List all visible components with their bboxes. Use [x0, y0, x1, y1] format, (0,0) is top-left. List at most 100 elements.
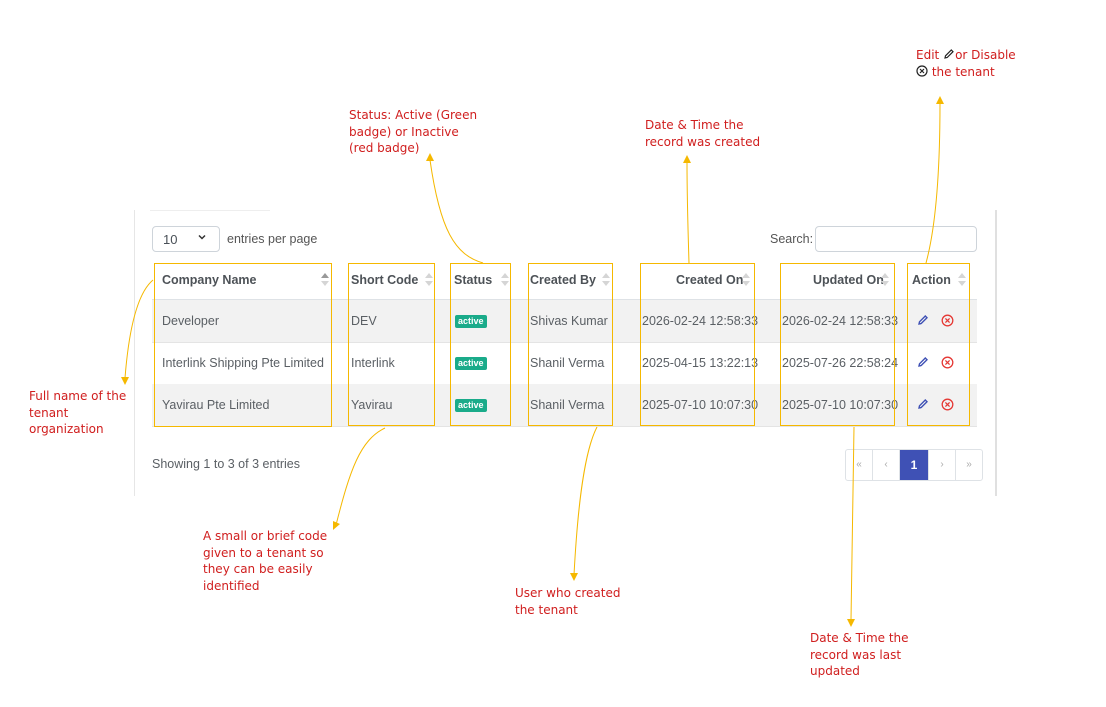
disable-button[interactable]	[939, 384, 955, 426]
sort-icon[interactable]	[321, 273, 329, 287]
cell-created-on: 2025-07-10 10:07:30	[642, 398, 759, 412]
cell-company-name: Yavirau Pte Limited	[162, 398, 270, 412]
header-company-name[interactable]: Company Name	[162, 262, 256, 299]
close-circle-icon	[941, 314, 954, 327]
note-text: Edit	[916, 48, 944, 62]
edit-button[interactable]	[915, 384, 931, 426]
edit-button[interactable]	[915, 342, 931, 384]
note-created-on: Date & Time the record was created	[645, 117, 760, 150]
pencil-icon	[918, 399, 928, 409]
sort-icon[interactable]	[602, 273, 610, 287]
table-row: Interlink Shipping Pte Limited Interlink…	[152, 342, 977, 385]
note-line: Full name of the	[29, 389, 127, 403]
panel-border	[150, 210, 270, 211]
header-updated-on[interactable]: Updated On	[813, 262, 884, 299]
pencil-icon	[944, 49, 954, 59]
note-text: or Disable	[955, 48, 1016, 62]
pagination: « ‹ 1 › »	[845, 449, 983, 481]
close-circle-icon	[941, 356, 954, 369]
header-created-on[interactable]: Created On	[676, 262, 743, 299]
note-line: updated	[810, 664, 860, 678]
cell-updated-on: 2025-07-26 22:58:24	[782, 356, 899, 370]
note-line: organization	[29, 422, 104, 436]
highlight-company-name	[154, 263, 332, 427]
note-line: badge) or Inactive	[349, 124, 459, 139]
disable-button[interactable]	[939, 342, 955, 384]
note-created-by: User who created the tenant	[515, 585, 620, 618]
panel-border	[134, 210, 135, 496]
cell-short-code: Yavirau	[351, 398, 393, 412]
note-line: record was created	[645, 134, 761, 149]
note-line: Status: Active (Green	[349, 108, 478, 122]
cell-created-by: Shivas Kumar	[530, 314, 608, 328]
page-next-button[interactable]: ›	[929, 450, 956, 480]
table-row: Developer DEV active Shivas Kumar 2026-0…	[152, 300, 977, 343]
sort-icon[interactable]	[742, 273, 750, 287]
note-action: Edit or Disable the tenant	[916, 47, 1016, 80]
note-text: the tenant	[931, 64, 995, 79]
page-prev-button[interactable]: ‹	[873, 450, 900, 480]
status-badge: active	[455, 357, 487, 370]
table-row: Yavirau Pte Limited Yavirau active Shani…	[152, 384, 977, 427]
pencil-icon	[918, 315, 928, 325]
header-action: Action	[912, 262, 951, 299]
disable-button[interactable]	[939, 300, 955, 342]
header-label: Created By	[530, 273, 596, 287]
page-1-button[interactable]: 1	[900, 450, 929, 480]
header-label: Action	[912, 273, 951, 287]
cell-company-name: Developer	[162, 314, 219, 328]
sort-icon[interactable]	[501, 273, 509, 287]
entries-value: 10	[163, 232, 178, 247]
note-company-name: Full name of the tenant organization	[29, 388, 126, 438]
highlight-short-code	[348, 263, 435, 426]
header-label: Status	[454, 273, 493, 287]
panel-border	[995, 210, 997, 496]
note-line: A small or brief code	[203, 529, 328, 543]
note-line: the tenant	[515, 602, 578, 617]
note-line: they can be easily	[203, 562, 313, 576]
sort-icon[interactable]	[425, 273, 433, 287]
note-status: Status: Active (Green badge) or Inactive…	[349, 107, 477, 157]
header-label: Updated On	[813, 273, 884, 287]
note-short-code: A small or brief code given to a tenant …	[203, 528, 327, 594]
note-line: User who created	[515, 586, 621, 600]
cell-created-by: Shanil Verma	[530, 398, 605, 412]
header-label: Short Code	[351, 273, 419, 287]
close-circle-icon	[941, 398, 954, 411]
note-line: identified	[203, 578, 260, 593]
entries-per-page-select[interactable]: 10	[152, 226, 220, 252]
cell-updated-on: 2025-07-10 10:07:30	[782, 398, 899, 412]
table-panel	[134, 210, 996, 496]
entries-per-page-label: entries per page	[227, 232, 318, 246]
note-line: the tenant	[916, 64, 1016, 81]
chevron-down-icon	[197, 232, 207, 245]
cell-created-on: 2025-04-15 13:22:13	[642, 356, 759, 370]
page-last-button[interactable]: »	[966, 459, 972, 470]
highlight-created-by	[528, 263, 613, 426]
highlight-status	[450, 263, 511, 426]
status-badge: active	[455, 315, 487, 328]
table-info: Showing 1 to 3 of 3 entries	[152, 457, 301, 471]
header-status[interactable]: Status	[454, 262, 492, 299]
cell-updated-on: 2026-02-24 12:58:33	[782, 314, 899, 328]
note-line: Edit or Disable	[916, 47, 1016, 64]
cell-created-by: Shanil Verma	[530, 356, 605, 370]
header-short-code[interactable]: Short Code	[351, 262, 418, 299]
header-label: Created On	[676, 273, 744, 287]
page-first-button[interactable]: «	[846, 450, 873, 480]
highlight-action	[907, 263, 970, 426]
close-circle-icon	[916, 64, 928, 77]
cell-company-name: Interlink Shipping Pte Limited	[162, 356, 324, 370]
sort-icon[interactable]	[881, 273, 889, 287]
note-line: tenant	[29, 405, 69, 420]
highlight-created-on	[640, 263, 755, 426]
note-line: given to a tenant so	[203, 545, 324, 560]
note-line: Date & Time the	[645, 118, 744, 132]
header-label: Company Name	[162, 273, 257, 287]
header-created-by[interactable]: Created By	[530, 262, 596, 299]
edit-button[interactable]	[915, 300, 931, 342]
note-updated-on: Date & Time the record was last updated	[810, 630, 909, 680]
search-input[interactable]	[815, 226, 977, 252]
note-line: Date & Time the	[810, 631, 909, 645]
